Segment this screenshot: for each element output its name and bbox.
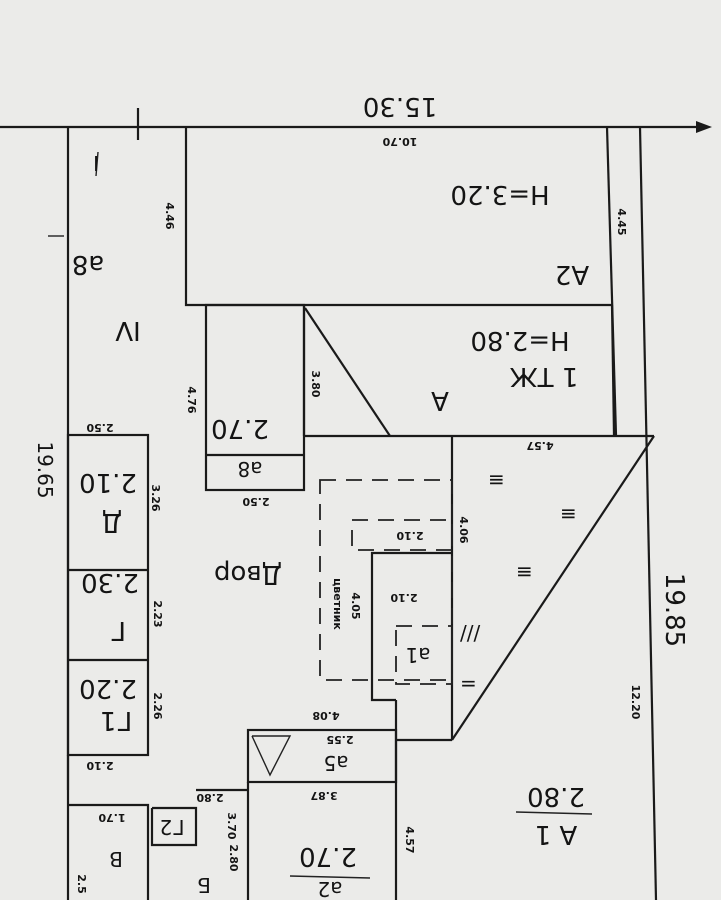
room-a2-side-right: 4.57 bbox=[403, 826, 416, 853]
house-a2-outline bbox=[184, 127, 612, 307]
house-a-height: Н=2.80 bbox=[470, 325, 569, 355]
room-a8-bottom: 2.50 bbox=[242, 495, 269, 508]
room-d-side: 3.26 bbox=[149, 484, 162, 511]
section-mark-1: ≡ bbox=[488, 467, 505, 491]
room-a8-value: 2.70 bbox=[211, 413, 269, 443]
room-g-side: 2.23 bbox=[151, 600, 164, 627]
room-g1-side: 2.26 bbox=[151, 692, 164, 719]
inner-right-wall bbox=[605, 126, 618, 436]
inner-dashed-box bbox=[351, 519, 453, 551]
top-dimension-label: 15.30 bbox=[363, 91, 437, 121]
roman-mark-i: I bbox=[93, 151, 99, 175]
room-a8-outline bbox=[204, 303, 306, 492]
dimension-arrowhead bbox=[696, 121, 712, 133]
room-a1-outline bbox=[395, 625, 453, 685]
room-g-value: 2.30 bbox=[81, 567, 139, 597]
room-v-outline bbox=[68, 803, 150, 900]
yard-label: Двор bbox=[214, 559, 282, 589]
room-d-top: 2.50 bbox=[86, 421, 113, 434]
section-mark-3: ≡ bbox=[516, 559, 533, 583]
dim-406: 4.06 bbox=[457, 516, 470, 543]
flowerbed-dim: 4.05 bbox=[349, 592, 362, 619]
g2-top-dim: 2.80 bbox=[196, 791, 223, 804]
room-a5-value: 2.55 bbox=[326, 733, 353, 746]
room-v-dim: 1.70 bbox=[98, 811, 125, 824]
house-a-diagonal bbox=[304, 307, 391, 437]
house-a-right bbox=[610, 304, 616, 436]
room-g1-bottom: 2.10 bbox=[86, 759, 113, 772]
left-rooms-block bbox=[66, 433, 150, 757]
right-dimension-label: 19.85 bbox=[659, 573, 689, 647]
room-a8-label: а8 bbox=[238, 457, 263, 481]
room-a5-side: 4.08 bbox=[312, 709, 339, 722]
bottom-cut-dim: 2.5 bbox=[75, 874, 88, 894]
right-outer-wall bbox=[638, 126, 658, 900]
room-g2-label: Г2 bbox=[160, 815, 185, 839]
room-d-value: 2.10 bbox=[79, 467, 137, 497]
house-a-width: 4.57 bbox=[526, 439, 553, 452]
house-a2-side-right: 4.45 bbox=[615, 208, 628, 235]
house-a1-height: 2.80 bbox=[527, 781, 585, 811]
room-a7-outline bbox=[370, 551, 452, 702]
house-a-label: А bbox=[431, 385, 449, 415]
room-a8-side: 4.76 bbox=[185, 386, 198, 413]
room-a2-inner: 2.80 bbox=[227, 844, 240, 871]
flowerbed-outline bbox=[319, 479, 453, 681]
room-a2-width: 3.87 bbox=[310, 789, 337, 802]
room-g1-value: 2.20 bbox=[79, 673, 137, 703]
section-mark-4: /// bbox=[460, 621, 480, 645]
house-a-side: 3.80 bbox=[309, 370, 322, 397]
flowerbed-label: цветник bbox=[331, 578, 344, 630]
house-a1-label: А 1 bbox=[535, 819, 578, 849]
room-d-label: Д bbox=[102, 507, 122, 537]
room-a5-label: а5 bbox=[324, 751, 349, 775]
room-g1-label: Г1 bbox=[100, 705, 132, 735]
right-inner-label: 12.20 bbox=[629, 685, 642, 720]
left-dimension-label: 19.65 bbox=[33, 441, 57, 498]
room-v-left-label: а8 bbox=[72, 249, 104, 279]
room-a7-value: 2.10 bbox=[390, 591, 417, 604]
house-a2-label: А2 bbox=[555, 259, 589, 289]
house-a2-height: Н=3.20 bbox=[450, 179, 549, 209]
house-a2-side-left: 4.46 bbox=[163, 202, 176, 229]
triangle-diagonal bbox=[451, 435, 655, 741]
a1-underline bbox=[515, 811, 593, 815]
room-a5-triangle bbox=[251, 735, 292, 777]
house-a-floors: 1 ТЖ bbox=[510, 361, 579, 391]
room-a2-label: а2 bbox=[318, 877, 343, 900]
a2-underline bbox=[289, 875, 371, 879]
room-a7-dim: 2.10 bbox=[396, 529, 423, 542]
room-a2-side-left: 3.70 bbox=[225, 812, 238, 839]
room-a2-value: 2.70 bbox=[299, 841, 357, 871]
top-inner-label: 10.70 bbox=[382, 135, 417, 148]
room-a5-outline bbox=[246, 728, 398, 784]
section-mark-2: ≡ bbox=[560, 501, 577, 525]
roman-I-mark bbox=[95, 151, 99, 177]
section-mark-5: = bbox=[460, 671, 477, 695]
room-g-label: Г bbox=[110, 615, 126, 645]
room-a1-label: а1 bbox=[406, 643, 431, 667]
room-v-label: В bbox=[109, 847, 123, 871]
roman-mark-iv: IV bbox=[115, 315, 141, 345]
room-b-label: Б bbox=[197, 873, 211, 897]
room-g2-outline bbox=[150, 806, 198, 847]
